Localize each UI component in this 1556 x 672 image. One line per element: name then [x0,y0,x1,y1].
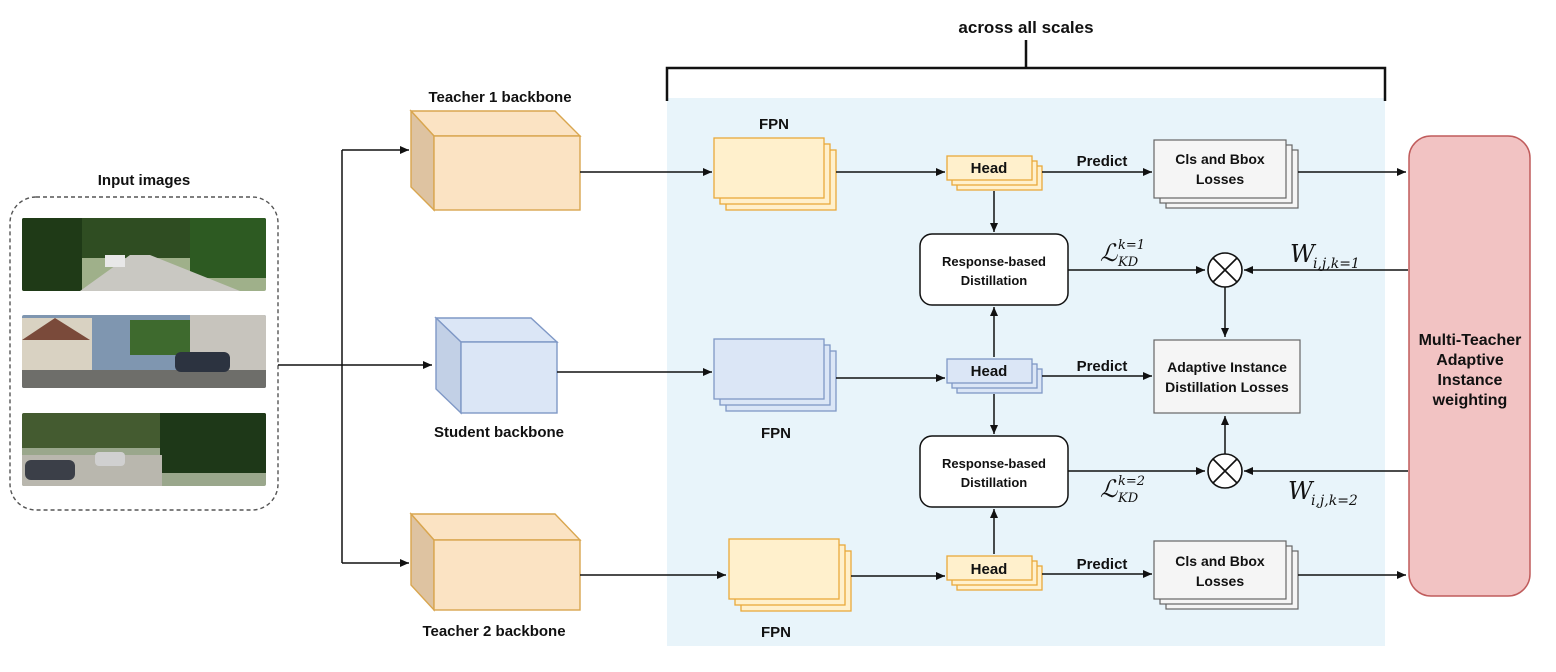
svg-text:W: W [1290,240,1317,268]
distill-bottom [919,435,1069,508]
teacher1-backbone [409,109,582,212]
losses-top-line2: Losses [1196,171,1244,187]
weight-k1-label: W i,j,k=1 [1290,240,1360,272]
input-to-branches-line [278,150,343,563]
multi-teacher-weighting [1408,135,1531,597]
scales-bracket [665,40,1387,101]
fpn-bottom-label: FPN [761,624,791,641]
distill-top [919,233,1069,306]
fpn-mid-label: FPN [761,425,791,442]
distill-top-line1: Response-based [942,254,1046,269]
losses-top-line1: Cls and Bbox [1175,151,1265,167]
svg-text:ℒ: ℒ [1100,475,1118,503]
teacher2-backbone [409,512,582,612]
fpn-teacher1 [713,137,837,211]
distill-top-line2: Distillation [961,273,1028,288]
weighting-line3: Instance [1438,372,1503,389]
svg-text:ℒ: ℒ [1100,239,1118,267]
predict-mid-label: Predict [1077,358,1128,375]
svg-text:KD: KD [1117,491,1139,506]
across-all-scales-label: across all scales [958,18,1093,37]
fpn-teacher2 [728,538,852,612]
losses-mid [1153,339,1301,414]
head-teacher2 [946,555,1043,591]
teacher2-backbone-label: Teacher 2 backbone [422,623,565,640]
losses-mid-line1: Adaptive Instance [1167,359,1287,375]
predict-top-label: Predict [1077,153,1128,170]
weighting-line4: weighting [1432,392,1508,409]
kd-loss-k2-label: ℒ k=2 KD [1100,474,1145,506]
svg-text:W: W [1288,477,1315,505]
head-student [946,358,1043,394]
predict-bottom-label: Predict [1077,556,1128,573]
fpn-student [713,338,837,412]
losses-top [1153,139,1299,209]
distill-bottom-line1: Response-based [942,456,1046,471]
student-backbone [434,316,559,415]
head-mid-label: Head [971,363,1008,380]
kd-loss-k1-label: ℒ k=1 KD [1100,238,1145,270]
svg-text:i,j,k=2: i,j,k=2 [1311,493,1358,509]
input-image-3 [22,413,266,486]
losses-bottom-line1: Cls and Bbox [1175,553,1265,569]
student-backbone-label: Student backbone [434,424,564,441]
svg-text:KD: KD [1117,255,1139,270]
svg-text:k=1: k=1 [1118,238,1145,253]
fpn-top-label: FPN [759,116,789,133]
head-teacher1 [946,155,1043,191]
input-image-2 [22,315,266,388]
circle-times-icon [1207,252,1243,288]
head-top-label: Head [971,160,1008,177]
input-images-label: Input images [98,172,191,189]
head-bottom-label: Head [971,561,1008,578]
weighting-line1: Multi-Teacher [1419,332,1522,349]
losses-mid-line2: Distillation Losses [1165,379,1289,395]
losses-bottom [1153,540,1299,610]
circle-times-icon [1207,453,1243,489]
weighting-line2: Adaptive [1436,352,1504,369]
input-image-1 [22,218,266,291]
distill-bottom-line2: Distillation [961,475,1028,490]
losses-bottom-line2: Losses [1196,573,1244,589]
svg-text:k=2: k=2 [1118,474,1145,489]
weight-k2-label: W i,j,k=2 [1288,477,1358,509]
teacher1-backbone-label: Teacher 1 backbone [428,89,571,106]
svg-text:i,j,k=1: i,j,k=1 [1313,256,1360,272]
